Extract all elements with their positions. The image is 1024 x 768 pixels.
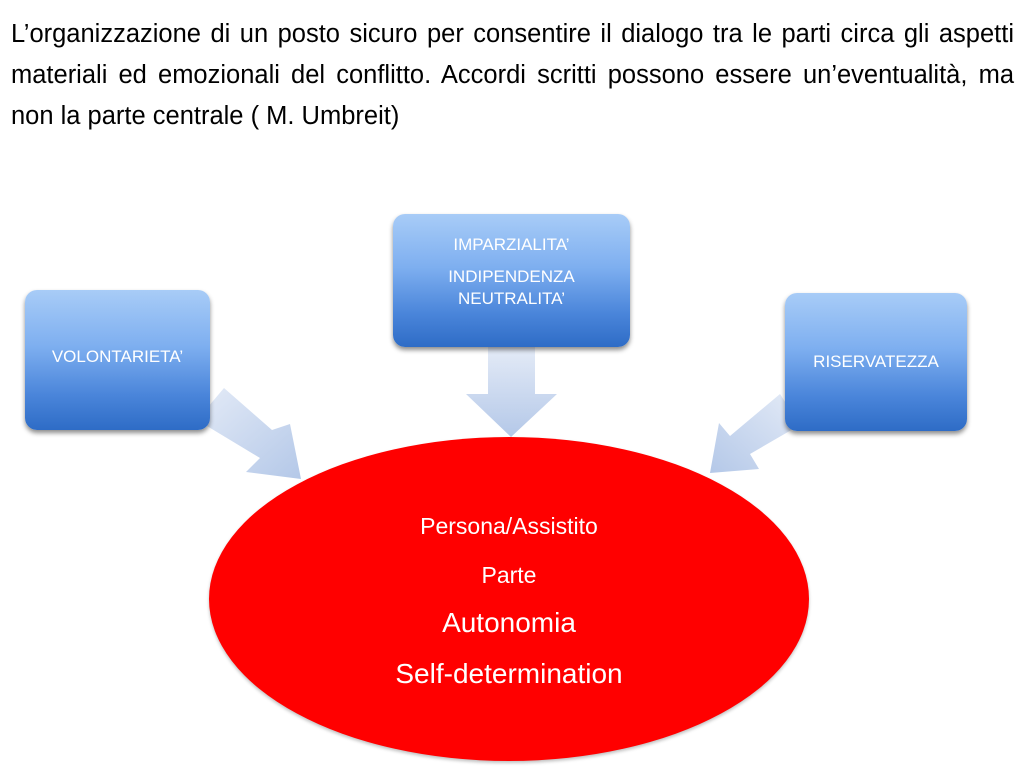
center-line-autonomia: Autonomia <box>442 607 576 638</box>
arrow-right <box>710 394 800 473</box>
volontarieta-label: VOLONTARIETA’ <box>51 347 184 366</box>
arrow-left <box>197 388 301 479</box>
intro-paragraph: L’organizzazione di un posto sicuro per … <box>11 20 1014 130</box>
riservatezza-box: RISERVATEZZA <box>785 293 967 431</box>
imparzialita-box: IMPARZIALITA’ INDIPENDENZA NEUTRALITA’ <box>393 214 630 347</box>
center-ellipse <box>209 437 809 761</box>
arrow-center <box>466 347 557 437</box>
center-line-persona: Persona/Assistito <box>420 513 598 539</box>
center-line-parte: Parte <box>481 562 537 588</box>
imparzialita-label: IMPARZIALITA’ <box>453 235 570 254</box>
riservatezza-label: RISERVATEZZA <box>813 352 939 371</box>
center-line-self-determination: Self-determination <box>395 658 623 689</box>
volontarieta-box: VOLONTARIETA’ <box>25 290 210 430</box>
indipendenza-neutralita-label: INDIPENDENZA NEUTRALITA’ <box>448 267 575 308</box>
